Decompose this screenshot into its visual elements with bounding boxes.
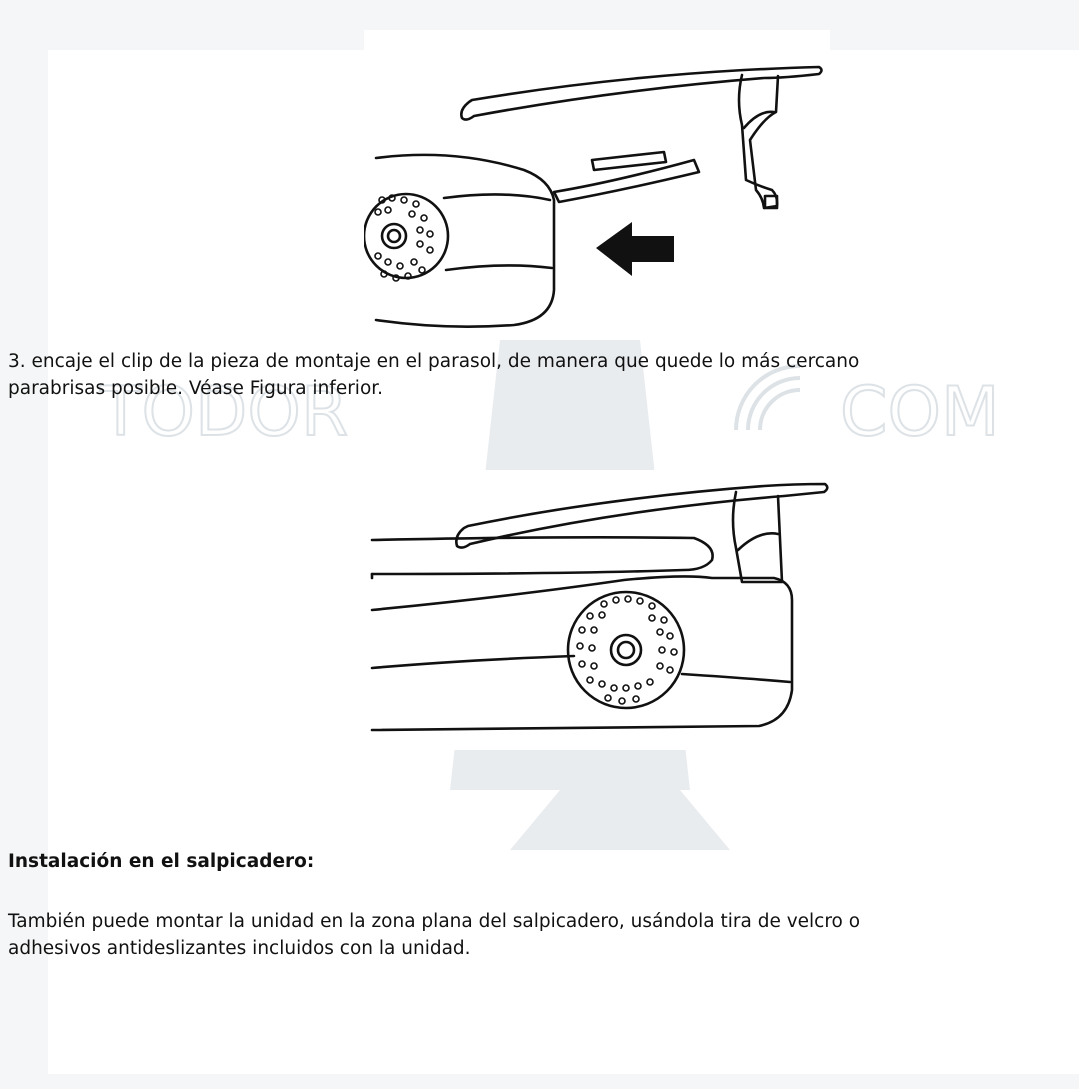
step-3-line-1: 3. encaje el clip de la pieza de montaje… <box>8 351 860 372</box>
dashboard-installation-heading: Instalación en el salpicadero: <box>8 851 315 872</box>
step-3-instruction: 3. encaje el clip de la pieza de montaje… <box>8 348 859 402</box>
dashboard-installation-text: También puede montar la unidad en la zon… <box>8 908 860 962</box>
clip-hinge <box>737 73 780 210</box>
clip-arm <box>455 482 829 549</box>
device-body <box>374 153 556 328</box>
arrow-left-icon <box>596 222 674 276</box>
sun-visor <box>370 536 714 576</box>
step-3-line-2: parabrisas posible. Véase Figura inferio… <box>8 378 384 399</box>
device-body <box>370 575 794 732</box>
dashboard-line-2: adhesivos antideslizantes incluidos con … <box>8 938 471 959</box>
dashboard-line-1: También puede montar la unidad en la zon… <box>8 911 861 932</box>
speaker-grille <box>566 590 686 710</box>
figure-clip-on-visor <box>364 470 1079 750</box>
figure-clip-insertion <box>364 30 830 330</box>
clip-plate <box>552 158 701 204</box>
clip-arm <box>460 65 823 121</box>
